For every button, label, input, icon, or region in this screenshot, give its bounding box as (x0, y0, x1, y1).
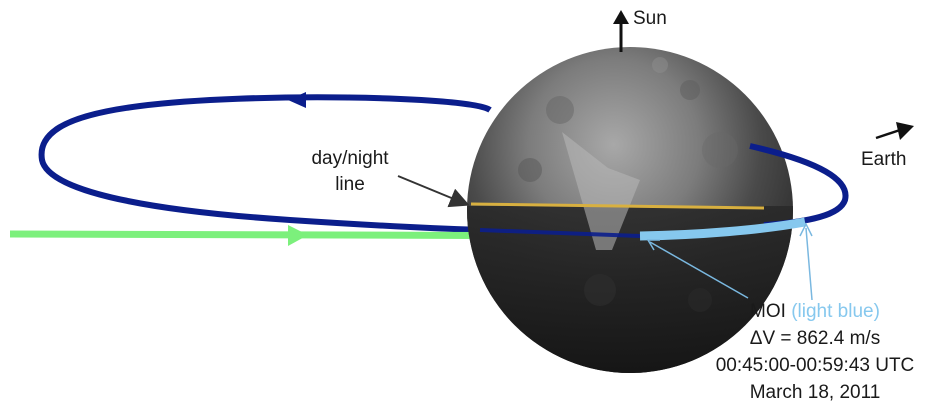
moi-delta-v: ΔV = 862.4 m/s (749, 328, 881, 349)
moi-info: MOI (light blue) ΔV = 862.4 m/s 00:45:00… (670, 298, 942, 406)
earth-label: Earth (861, 149, 907, 170)
moi-color-note: (light blue) (791, 301, 880, 322)
orbit-direction-arrow-icon (288, 92, 306, 108)
day-night-line (470, 202, 765, 210)
arrow-up-right-icon (875, 122, 914, 140)
approach-direction-arrow-icon (288, 225, 308, 246)
day-night-label-line2: line (335, 174, 365, 195)
moi-leader (646, 222, 813, 301)
moi-burn-arc (639, 217, 806, 241)
orbit-back (38, 94, 492, 233)
orbit-front-segment (479, 228, 641, 238)
moi-name: MOI (750, 301, 786, 322)
day-night-label-line1: day/night (311, 148, 389, 169)
moi-date: March 18, 2011 (749, 382, 881, 403)
day-night-pointer (397, 175, 470, 208)
moi-title: MOI (light blue) (670, 298, 942, 325)
moi-time-range: 00:45:00-00:59:43 UTC (715, 355, 915, 376)
arrow-up-icon (613, 10, 629, 52)
sun-label: Sun (633, 8, 667, 29)
day-night-label: day/night line (300, 146, 400, 198)
